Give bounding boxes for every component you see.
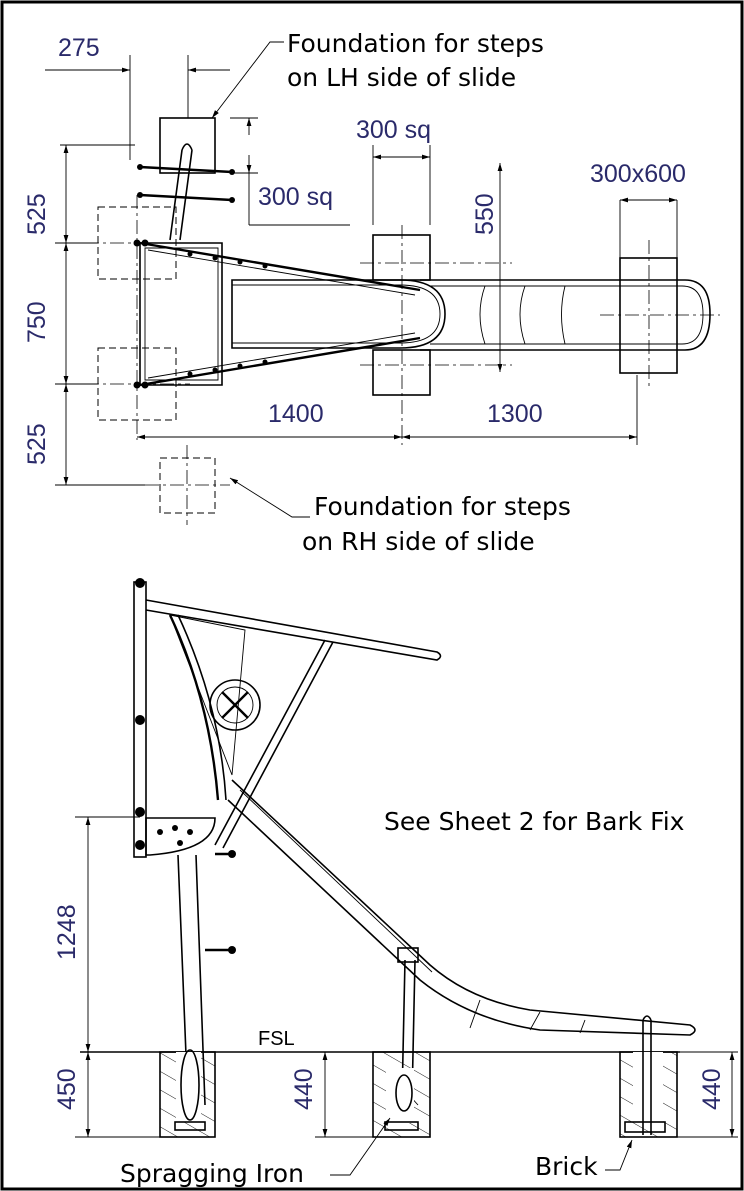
dim-450: 450 [53,1068,81,1110]
lh-step-ladder [169,143,193,241]
label-brick: Brick [535,1152,598,1181]
label-rh-steps-line1: Foundation for steps [314,492,571,521]
dim-525-top: 525 [23,193,51,235]
label-fsl: FSL [258,1028,295,1050]
mid-foundation-bottom [372,349,431,396]
handrail-top [139,241,421,292]
slide-bed [231,279,446,349]
dim-300sq-top: 300 sq [356,116,431,144]
platform-hood [168,614,220,801]
diagonal-strut [214,639,334,849]
handrail-bottom [139,336,421,387]
dim-440-right: 440 [698,1068,726,1110]
mid-foundation-top [372,234,431,281]
dim-525-bottom: 525 [23,423,51,465]
note-bark-fix: See Sheet 2 for Bark Fix [384,807,684,836]
dim-1300: 1300 [487,400,543,428]
exit-foundation [619,257,678,374]
dim-550: 550 [471,193,499,235]
plan-view: 275 300 sq 300 sq 550 300x600 525 750 52… [23,29,720,556]
dim-1248: 1248 [53,904,81,960]
side-elevation: FSL 1248 450 440 440 See Sheet 2 for Bar… [53,578,738,1188]
top-handrail [145,599,442,661]
dim-440-mid: 440 [290,1068,318,1110]
label-lh-steps-line2: on LH side of slide [287,63,516,92]
lh-step-foundation [159,117,216,174]
platform-block [145,817,216,856]
rh-step-foundation [159,457,216,514]
slide-chute [420,279,711,351]
label-lh-steps-line1: Foundation for steps [287,29,544,58]
label-rh-steps-line2: on RH side of slide [302,527,535,556]
platform-frame [139,242,223,386]
dim-1400: 1400 [268,400,324,428]
dim-750: 750 [23,301,51,343]
label-spragging-iron: Spragging Iron [120,1159,304,1188]
dim-300x600: 300x600 [590,160,686,188]
slide-chute-side [227,779,696,1036]
dim-275: 275 [58,34,100,62]
dim-300sq-side: 300 sq [258,183,333,211]
